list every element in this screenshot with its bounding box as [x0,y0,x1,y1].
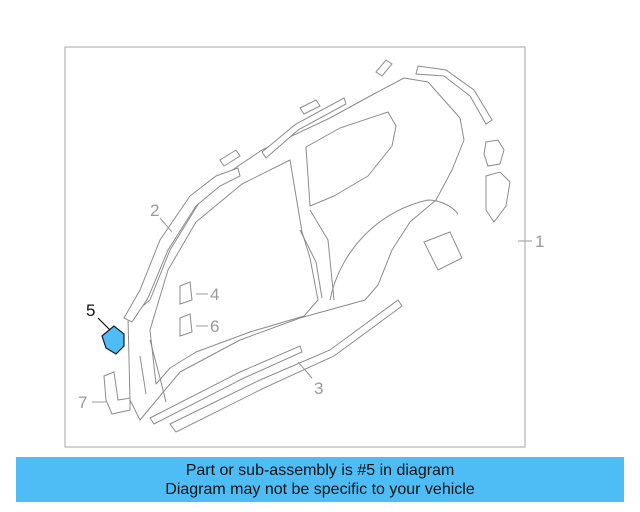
notice-line-1: Part or sub-assembly is #5 in diagram [185,462,455,479]
bracket-part-4 [179,281,193,305]
small-panel [423,231,463,271]
highlighted-part-5 [101,325,125,355]
callout-6: 6 [210,317,219,336]
leader-line-2 [159,217,173,233]
diagram-notice-banner: Part or sub-assembly is #5 in diagram Di… [16,457,624,502]
rear-bracket-lower [485,171,511,223]
callout-4: 4 [210,285,219,304]
roof-rail-piece-c [299,99,321,115]
leader-line-5 [97,317,111,331]
wheel-arch [329,199,459,301]
rocker-sill [169,299,403,433]
callout-1: 1 [535,232,544,251]
roof-rail-piece-d [375,59,393,77]
bracket-part-7 [103,371,131,415]
leader-line-3 [297,361,313,379]
notice-line-2: Diagram may not be specific to your vehi… [165,481,475,498]
callout-7: 7 [78,393,87,412]
callout-3: 3 [314,379,323,398]
rocker-sill-inner [149,345,303,425]
callout-5: 5 [86,301,95,320]
upper-right-trim [415,65,493,125]
bracket-part-6 [179,313,193,337]
a-pillar-strip [123,167,241,323]
rear-bracket-upper [483,139,505,167]
diagram-frame [64,46,526,448]
roof-rail-piece-b [219,149,241,167]
roof-rail-piece-a [261,97,347,159]
inner-pillar-lines [139,209,335,403]
quarter-window [305,111,397,207]
callout-2: 2 [150,201,159,220]
